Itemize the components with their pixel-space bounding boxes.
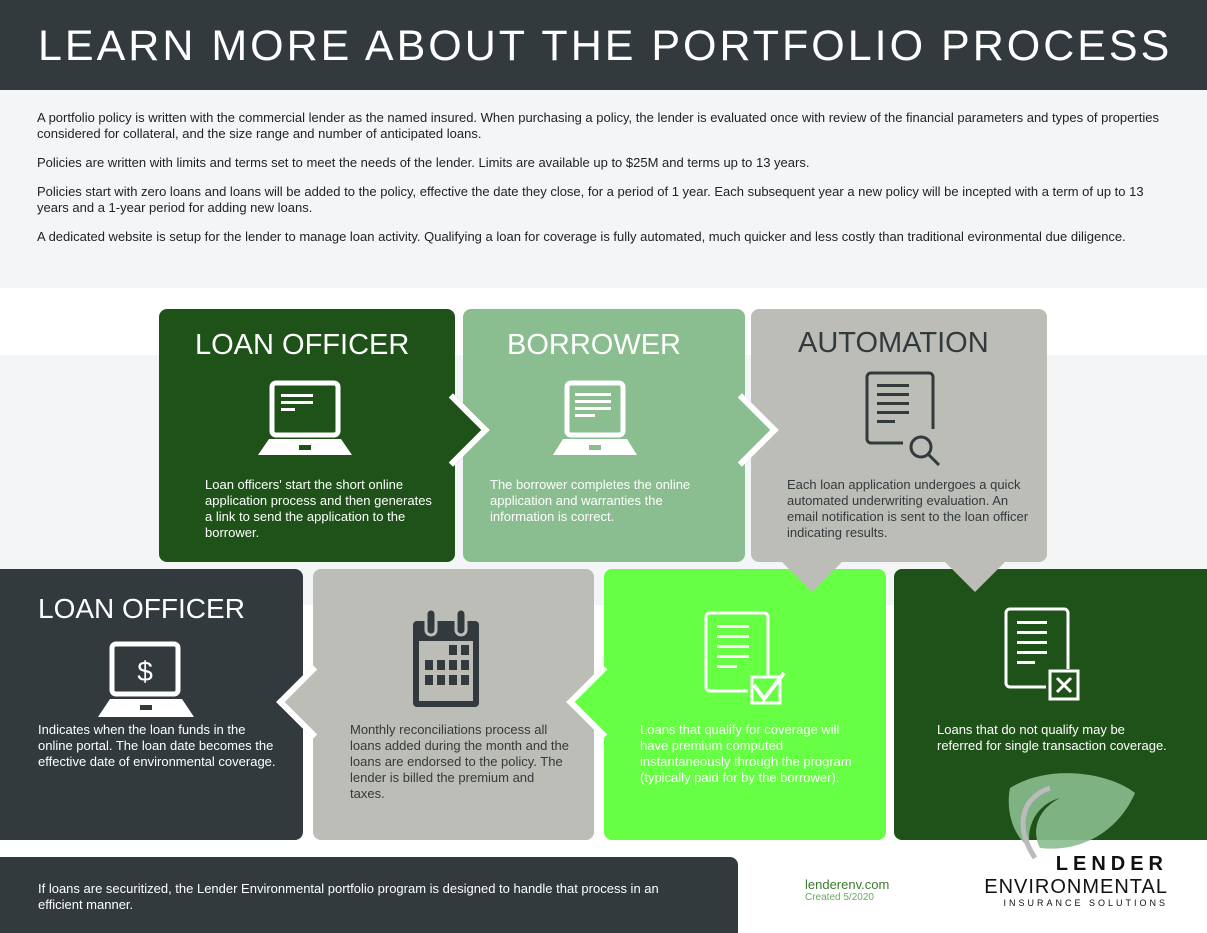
logo-line2: ENVIRONMENTAL (984, 876, 1168, 898)
step-text: Loan officers' start the short online ap… (205, 477, 432, 540)
intro-paragraph: A dedicated website is setup for the len… (37, 229, 1126, 244)
logo-line3: INSURANCE SOLUTIONS (1003, 898, 1168, 908)
arrow-down-icon (780, 560, 844, 592)
step-automation: AUTOMATION Each loan application undergo… (751, 309, 1047, 562)
step-title: LOAN OFFICER (195, 329, 410, 361)
step-text: Loans that qualify for coverage will hav… (640, 722, 852, 785)
logo-leaf-icon (1008, 773, 1135, 860)
step-borrower: BORROWER The borrower completes the onli… (463, 309, 745, 562)
laptop-icon (553, 380, 637, 455)
step-qualify: Loans that qualify for coverage will hav… (604, 569, 886, 840)
svg-text:$: $ (137, 656, 153, 687)
arrow-down-icon (943, 560, 1007, 592)
document-search-icon (865, 371, 941, 466)
step-title: BORROWER (507, 329, 681, 361)
document-check-icon (704, 611, 786, 705)
laptop-icon (258, 380, 352, 455)
created-date: Created 5/2020 (805, 892, 874, 903)
step-loan-officer: LOAN OFFICER Loan officers' start the sh… (159, 309, 455, 562)
intro-paragraph: Policies are written with limits and ter… (37, 155, 810, 170)
step-text: Monthly reconciliations process all loan… (350, 722, 570, 801)
step-title: AUTOMATION (798, 327, 989, 359)
step-title: LOAN OFFICER (38, 593, 245, 624)
website-link[interactable]: lenderenv.com (805, 877, 890, 892)
step-text: Loans that do not qualify may be referre… (937, 722, 1167, 753)
page-title: LEARN MORE ABOUT THE PORTFOLIO PROCESS (38, 22, 1173, 70)
step-text: Indicates when the loan funds in the onl… (38, 722, 276, 769)
footer-note: If loans are securitized, the Lender Env… (0, 857, 738, 933)
step-reconciliation: Monthly reconciliations process all loan… (313, 569, 594, 840)
step-text: The borrower completes the online applic… (490, 477, 691, 524)
intro-paragraph: A portfolio policy is written with the c… (37, 110, 1159, 141)
intro-paragraph: Policies start with zero loans and loans… (37, 184, 1144, 215)
intro-section: A portfolio policy is written with the c… (0, 90, 1207, 288)
calendar-icon (413, 607, 479, 707)
step-loan-officer-funds: LOAN OFFICER $ Indicates when the loan f… (0, 569, 303, 840)
laptop-dollar-icon: $ (98, 641, 194, 717)
step-text: Each loan application undergoes a quick … (787, 477, 1029, 540)
logo-line1: LENDER (1055, 853, 1168, 875)
document-x-icon (1004, 607, 1080, 701)
header: LEARN MORE ABOUT THE PORTFOLIO PROCESS (0, 0, 1207, 90)
